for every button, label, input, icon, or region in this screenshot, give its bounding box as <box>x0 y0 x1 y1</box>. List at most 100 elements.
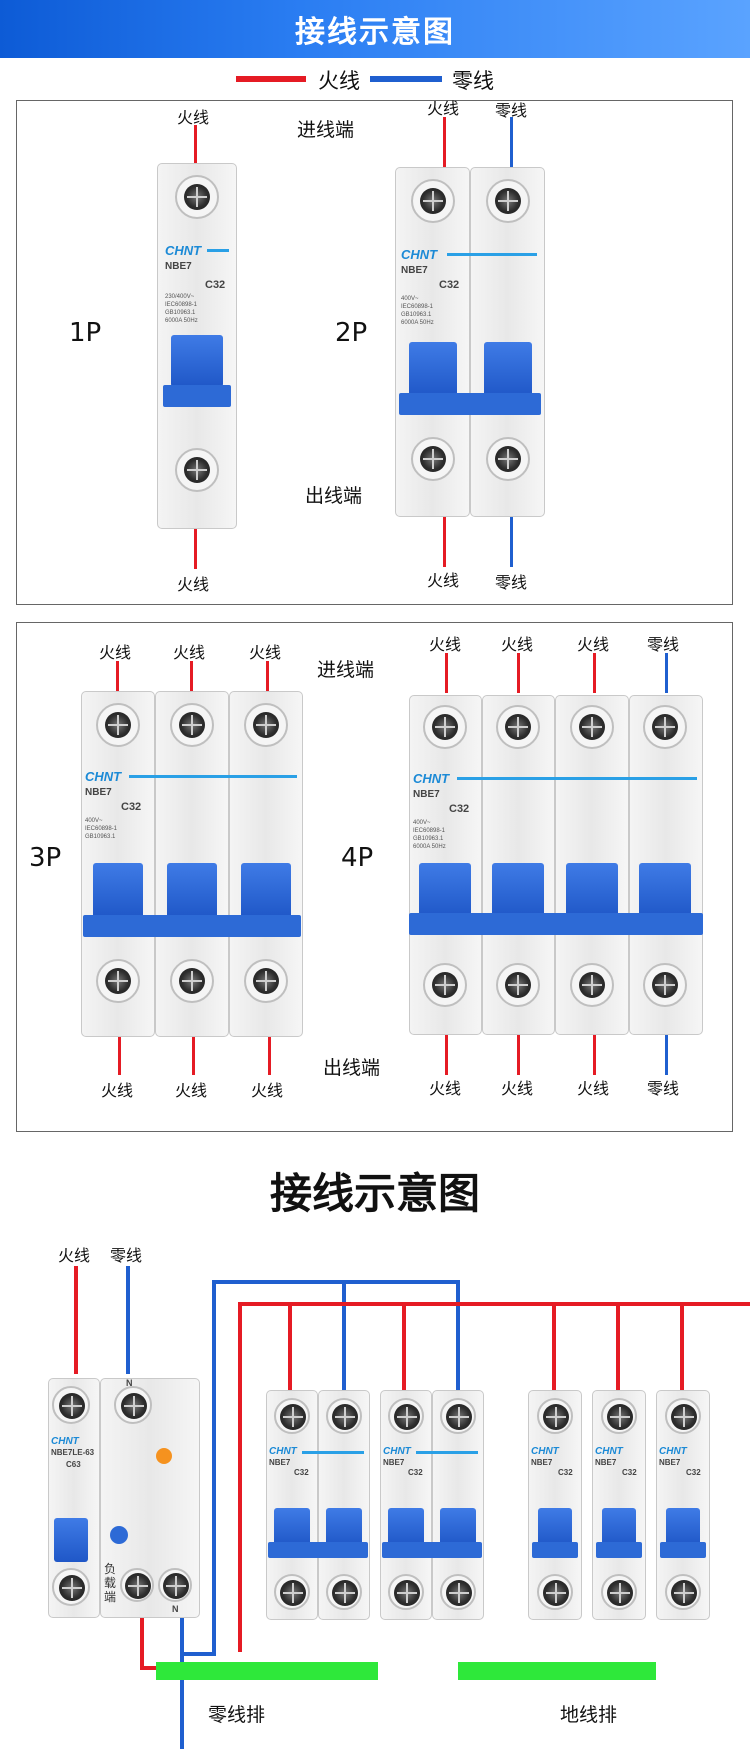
spec-text: 400V~ IEC60898-1 GB10963.1 <box>85 817 117 841</box>
wire-4p-out-live-1 <box>445 1035 448 1075</box>
spec-line-3: GB10963.1 <box>401 312 432 318</box>
wire-live-branch-1 <box>288 1302 292 1390</box>
wire-3p-in-live-1 <box>116 661 119 691</box>
screw-icon <box>394 1580 420 1606</box>
label-4p-in-live-3: 火线 <box>577 635 610 654</box>
screw-icon <box>105 968 131 994</box>
screw-icon <box>652 714 678 740</box>
label-2p-out-neutral: 零线 <box>495 573 528 592</box>
label-4p-out-live-3: 火线 <box>577 1079 610 1098</box>
rating-label: C32 <box>622 1468 637 1477</box>
wire-neutral-bus-top <box>212 1280 460 1284</box>
rcbo-n-bottom: N <box>172 1604 179 1614</box>
terminal-icon <box>601 1574 637 1610</box>
wire-2p-in-live <box>443 117 446 169</box>
rating-label: C32 <box>439 279 460 291</box>
neutral-bar-label: 零线排 <box>208 1704 266 1726</box>
header-banner: 接线示意图 <box>0 0 750 58</box>
branch-1p-breaker-3: CHNT NBE7 C32 <box>656 1390 710 1620</box>
wire-3p-out-live-3 <box>268 1037 271 1075</box>
rcbo-n-top: N <box>126 1378 133 1388</box>
label-2p-in-live: 火线 <box>427 99 460 118</box>
terminal-icon <box>96 703 140 747</box>
terminal-icon <box>114 1386 152 1424</box>
screw-icon <box>179 968 205 994</box>
screw-icon <box>579 714 605 740</box>
label-2p-in-neutral: 零线 <box>495 101 528 120</box>
wire-legend: 火线 零线 <box>0 63 750 93</box>
screw-icon <box>332 1404 358 1430</box>
screw-icon <box>652 972 678 998</box>
toggle-handle <box>602 1508 636 1546</box>
breaker-4p: CHNT NBE7 C32 400V~ IEC60898-1 GB10963.1… <box>409 695 703 1035</box>
wire-3p-in-live-3 <box>266 661 269 691</box>
legend-neutral-line <box>370 76 442 82</box>
brand-stripe <box>207 249 229 252</box>
terminal-icon <box>643 705 687 749</box>
pole-label-4p: 4P <box>341 843 374 873</box>
brand-stripe <box>447 253 537 256</box>
label-4p-out-neutral: 零线 <box>647 1079 680 1098</box>
toggle-rail <box>660 1542 706 1558</box>
screw-icon <box>671 1404 697 1430</box>
terminal-icon <box>423 705 467 749</box>
wire-main-live <box>74 1266 78 1374</box>
brand-logo: CHNT <box>85 769 122 784</box>
panel-3p-4p: 3P 火线 火线 火线 CHNT NBE7 C32 400V~ IEC60898… <box>16 622 733 1132</box>
terminal-icon <box>423 963 467 1007</box>
spec-line-1: 400V~ <box>85 818 103 824</box>
screw-icon <box>543 1404 569 1430</box>
model-label: NBE7 <box>383 1458 405 1467</box>
brand-logo: CHNT <box>659 1446 687 1457</box>
terminal-icon <box>120 1568 154 1602</box>
model-label: NBE7 <box>531 1458 553 1467</box>
terminal-icon <box>170 703 214 747</box>
terminal-icon <box>52 1568 90 1606</box>
page-title: 接线示意图 <box>295 15 455 50</box>
terminal-icon <box>326 1574 362 1610</box>
rcbo-breaker: N CHNT NBE7LE-63 C63 负载端 N <box>48 1378 200 1618</box>
label-3p-in-live-3: 火线 <box>249 643 282 662</box>
pole-label-1p: 1P <box>69 318 102 348</box>
toggle-handle <box>93 863 143 918</box>
ground-bar <box>458 1662 656 1680</box>
toggle-handle <box>639 863 691 918</box>
screw-icon <box>184 457 210 483</box>
wire-main-neutral <box>126 1266 130 1374</box>
toggle-handle <box>388 1508 424 1546</box>
label-1p-out-live: 火线 <box>177 575 210 594</box>
terminal-icon <box>440 1398 476 1434</box>
screw-icon <box>105 712 131 738</box>
brand-logo: CHNT <box>51 1436 79 1447</box>
wire-3p-out-live-1 <box>118 1037 121 1075</box>
label-2p-out-live: 火线 <box>427 571 460 590</box>
model-label: NBE7 <box>269 1458 291 1467</box>
wire-live-branch-4 <box>616 1302 620 1390</box>
panel-1p-2p: 1P 火线 CHNT NBE7 C32 230/400V~ IEC60898-1… <box>16 99 733 605</box>
model-label: NBE7 <box>165 261 192 272</box>
screw-icon <box>671 1580 697 1606</box>
label-4p-in-neutral: 零线 <box>647 635 680 654</box>
label-4p-out-live-2: 火线 <box>501 1079 534 1098</box>
label-3p-out-live-2: 火线 <box>175 1081 208 1100</box>
rating-label: C32 <box>205 279 226 291</box>
model-label: NBE7 <box>659 1458 681 1467</box>
spec-line-3: GB10963.1 <box>85 834 116 840</box>
brand-logo: CHNT <box>165 243 202 258</box>
terminal-icon <box>52 1386 90 1424</box>
terminal-icon <box>570 963 614 1007</box>
branch-2p-breaker-1: CHNT NBE7 C32 <box>266 1390 370 1620</box>
spec-line-1: 230/400V~ <box>165 294 195 300</box>
label-1p-in-live: 火线 <box>177 108 210 127</box>
rating-label: C32 <box>558 1468 573 1477</box>
legend-live-line <box>236 76 306 82</box>
terminal-icon <box>665 1574 701 1610</box>
rating-label: C32 <box>408 1468 423 1477</box>
rating-label: C32 <box>449 803 470 815</box>
screw-icon <box>543 1580 569 1606</box>
wire-neutral-branch-2 <box>456 1280 460 1390</box>
screw-icon <box>495 188 521 214</box>
spec-line-2: IEC60898-1 <box>413 828 446 834</box>
wire-4p-in-live-3 <box>593 653 596 693</box>
spec-line-2: IEC60898-1 <box>401 304 434 310</box>
